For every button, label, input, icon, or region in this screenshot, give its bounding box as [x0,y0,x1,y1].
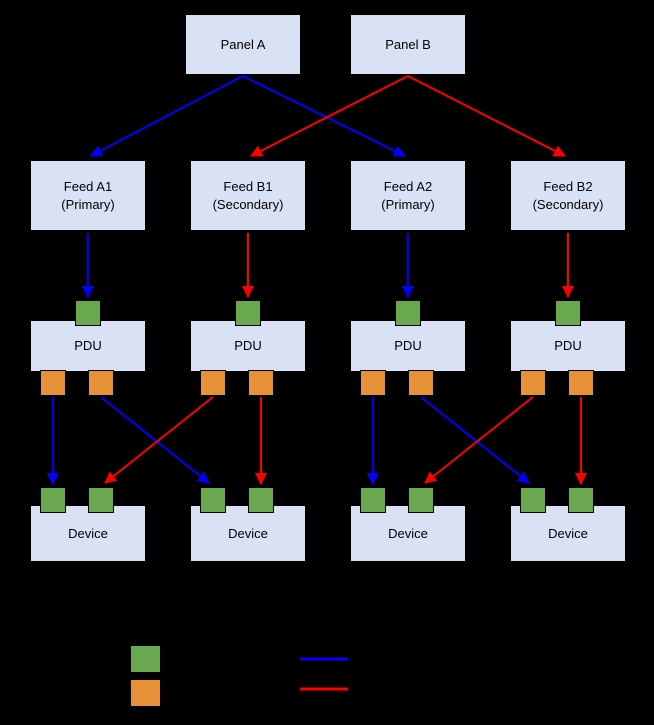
pdu-4-input-port-icon [555,300,581,326]
feed-b2-name: Feed B2 [543,178,593,194]
node-device-4: Device [510,505,626,562]
pdu-4-output-port-right-icon [568,370,594,396]
node-pdu-1: PDU [30,320,146,372]
device-3-input-port-left-icon [360,487,386,513]
pdu-3-input-port-icon [395,300,421,326]
arrow-pdu-3-to-device-4 [420,396,530,484]
pdu-1-output-port-right-icon [88,370,114,396]
pdu-4-output-port-left-icon [520,370,546,396]
device-1-label: Device [68,525,108,541]
feed-b1-role: (Secondary) [212,196,284,212]
node-feed-b1: Feed B1 (Secondary) [190,160,306,231]
pdu-2-label: PDU [234,338,262,353]
pdu-1-input-port-icon [75,300,101,326]
node-panel-b: Panel B [350,14,466,75]
arrow-panel-b-to-feed-b2 [407,75,566,157]
feed-a1-name: Feed A1 [63,178,113,194]
panel-b-label: Panel B [385,36,431,52]
device-3-label: Device [388,525,428,541]
panel-a-label: Panel A [220,36,266,52]
legend-green-port-swatch-icon [130,645,161,673]
arrow-pdu-2-to-device-1 [104,396,214,484]
node-pdu-4: PDU [510,320,626,372]
node-device-3: Device [350,505,466,562]
node-device-1: Device [30,505,146,562]
node-pdu-2: PDU [190,320,306,372]
pdu-3-output-port-left-icon [360,370,386,396]
pdu-4-label: PDU [554,338,582,353]
pdu-2-output-port-right-icon [248,370,274,396]
arrow-panel-b-to-feed-b1 [250,75,409,157]
pdu-1-label: PDU [74,338,102,353]
node-feed-b2: Feed B2 (Secondary) [510,160,626,231]
feed-b2-role: (Secondary) [532,196,604,212]
feed-a2-name: Feed A2 [383,178,433,194]
device-4-input-port-right-icon [568,487,594,513]
pdu-2-output-port-left-icon [200,370,226,396]
arrow-panel-a-to-feed-a2 [242,75,406,157]
device-4-label: Device [548,525,588,541]
device-4-input-port-left-icon [520,487,546,513]
arrow-panel-a-to-feed-a1 [90,75,244,157]
device-1-input-port-right-icon [88,487,114,513]
node-device-2: Device [190,505,306,562]
arrow-pdu-4-to-device-3 [424,396,534,484]
device-2-label: Device [228,525,268,541]
node-feed-a2: Feed A2 (Primary) [350,160,466,231]
feed-a1-role: (Primary) [61,196,115,212]
arrow-pdu-1-to-device-2 [100,396,210,484]
device-2-input-port-right-icon [248,487,274,513]
device-1-input-port-left-icon [40,487,66,513]
pdu-3-label: PDU [394,338,422,353]
node-feed-a1: Feed A1 (Primary) [30,160,146,231]
pdu-2-input-port-icon [235,300,261,326]
feed-b1-name: Feed B1 [223,178,273,194]
device-2-input-port-left-icon [200,487,226,513]
pdu-3-output-port-right-icon [408,370,434,396]
pdu-1-output-port-left-icon [40,370,66,396]
feed-a2-role: (Primary) [381,196,435,212]
node-panel-a: Panel A [185,14,301,75]
device-3-input-port-right-icon [408,487,434,513]
legend-orange-port-swatch-icon [130,679,161,707]
node-pdu-3: PDU [350,320,466,372]
